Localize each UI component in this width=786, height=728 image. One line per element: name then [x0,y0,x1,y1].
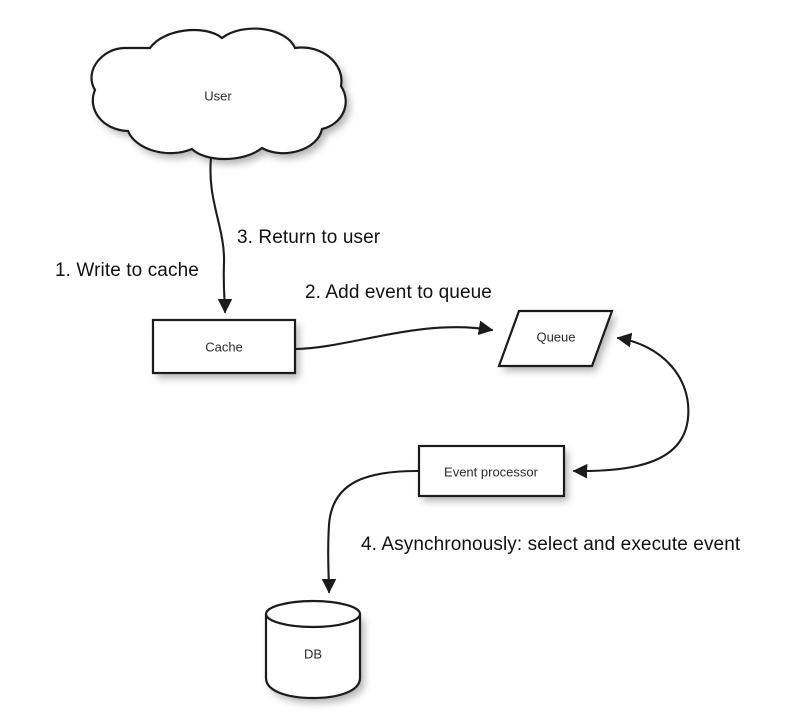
step-label-3: 3. Return to user [237,227,381,248]
db-body-shape [266,614,360,698]
node-user-label: User [204,88,232,103]
node-queue[interactable]: Queue [497,309,614,368]
node-event-processor[interactable]: Event processor [417,444,566,498]
step-label-2: 2. Add event to queue [305,282,492,303]
node-queue-label: Queue [536,329,575,344]
db-top-fill [266,601,360,627]
edge-event-processor-to-queue[interactable] [572,332,690,479]
cache-outline [151,318,297,375]
node-event-processor-label: Event processor [444,464,539,479]
step-label-4: 4. Asynchronously: select and execute ev… [361,534,741,555]
step-label-1: 1. Write to cache [55,260,199,281]
db-top-outline [264,599,362,629]
node-db[interactable]: DB [264,599,362,700]
cache-shape [153,320,295,373]
cloud-outline [90,27,347,160]
cloud-shape [91,28,346,160]
node-cache-label: Cache [205,339,243,354]
event-processor-shape [419,446,564,496]
edge-user-to-cache[interactable] [209,156,233,314]
db-body-outline [264,614,362,700]
edge-event-processor-to-db[interactable] [321,469,420,594]
edge-cache-to-queue[interactable] [294,320,494,351]
node-user[interactable]: User [90,27,347,160]
node-cache[interactable]: Cache [151,318,297,375]
node-db-label: DB [304,646,322,661]
